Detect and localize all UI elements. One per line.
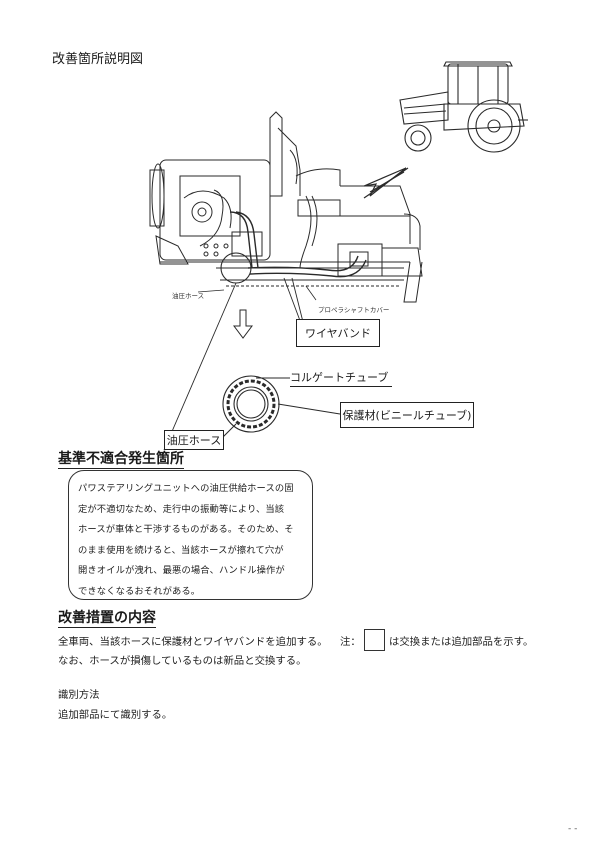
cause-heading: 基準不適合発生箇所 [58, 451, 184, 469]
cause-line: 開きオイルが洩れ、最悪の場合、ハンドル操作が [78, 565, 285, 577]
cause-text: パワステアリングユニットへの油圧供給ホースの固 定が不適切なため、走行中の振動等… [78, 479, 306, 603]
cause-box [68, 470, 313, 600]
note-prefix: 注： [340, 636, 361, 648]
identification-text: 追加部品にて識別する。 [58, 709, 173, 721]
remedy-heading: 改善措置の内容 [58, 610, 156, 628]
oil-hose-small-label: 油圧ホース [172, 292, 205, 300]
protective-material-label: 保護材(ビニールチューブ) [340, 402, 474, 428]
page-title: 改善箇所説明図 [52, 52, 144, 67]
remedy-line-1: 全車両、当該ホースに保護材とワイヤバンドを追加する。 [58, 636, 328, 648]
propeller-shaft-cover-label: プロペラシャフトカバー [318, 306, 390, 314]
down-arrow-icon [233, 309, 253, 339]
improvement-diagram [149, 61, 528, 451]
corrugated-tube-label: コルゲートチューブ [290, 369, 393, 387]
identification-heading: 識別方法 [58, 689, 100, 701]
cause-line: パワステアリングユニットへの油圧供給ホースの固 [78, 483, 294, 494]
cause-line: できなくなるおそれがある。 [78, 585, 201, 597]
tractor-icon [399, 61, 528, 153]
oil-hose-label: 油圧ホース [164, 430, 224, 450]
chassis-drawing [149, 111, 423, 451]
hose-cross-section [221, 375, 341, 439]
cause-line: 定が不適切なため、走行中の振動等により、当該 [78, 503, 285, 515]
pointer-arrow [363, 167, 407, 197]
page-number: - - [568, 824, 578, 834]
note-legend-box [364, 629, 385, 651]
cause-line: ホースが車体と干渉するものがある。そのため、そ [78, 524, 294, 536]
remedy-line-2: なお、ホースが損傷しているものは新品と交換する。 [58, 655, 307, 667]
cause-line: のまま使用を続けると、当該ホースが擦れて穴が [78, 544, 284, 556]
wire-band-label: ワイヤバンド [296, 319, 380, 347]
note-suffix: は交換または追加部品を示す。 [389, 636, 534, 648]
